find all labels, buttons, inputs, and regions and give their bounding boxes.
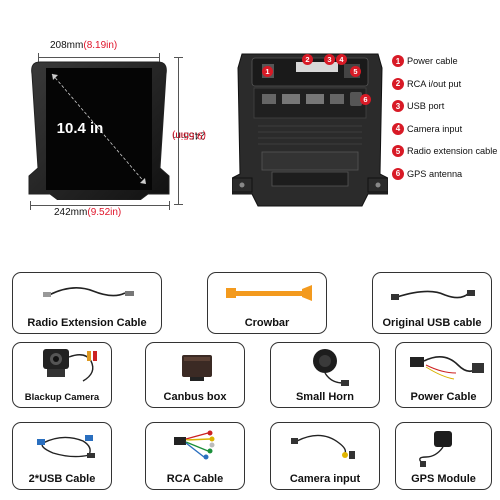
- port-badge: 2: [392, 77, 404, 90]
- rca-cable-icon: [174, 430, 215, 460]
- backup-camera-icon: [43, 349, 97, 382]
- bottom-width-in: (9.52in): [87, 207, 122, 218]
- bottom-width-label: 242mm(9.52in): [54, 207, 121, 218]
- back-marker-4: 4: [336, 54, 347, 65]
- accessory-card-small-horn: Small Horn: [270, 342, 380, 408]
- screen-size-label: 10.4 in: [56, 120, 104, 137]
- dual-usb-cable-icon: [37, 435, 95, 458]
- bottom-width-tick-right: [169, 201, 170, 210]
- accessory-label: 2*USB Cable: [28, 473, 96, 485]
- port-badge: 4: [392, 122, 404, 135]
- accessory-card-radio-extension: Radio Extension Cable: [12, 272, 162, 334]
- port-label: Camera input: [407, 123, 463, 134]
- top-width-mm: 208mm: [50, 40, 84, 51]
- back-marker-6: 6: [360, 94, 371, 105]
- head-unit-back: 1 2 3 4 5 6: [232, 48, 388, 216]
- port-badge: 1: [392, 55, 404, 68]
- accessory-label: Blackup Camera: [24, 392, 100, 403]
- back-marker-2: 2: [302, 54, 313, 65]
- height-tick-bottom: [174, 204, 183, 205]
- head-unit-front: [28, 60, 170, 200]
- camera-input-cable-icon: [291, 434, 355, 459]
- accessory-card-backup-camera: Blackup Camera: [12, 342, 112, 408]
- height-tick-top: [174, 57, 183, 58]
- height-label: 245mm(9.65in): [172, 80, 206, 190]
- bottom-width-mm: 242mm: [54, 207, 88, 218]
- port-label: Radio extension cable: [407, 146, 498, 157]
- port-label: GPS antenna: [407, 168, 463, 179]
- accessory-label: Original USB cable: [382, 317, 482, 329]
- port-badge: 6: [392, 167, 404, 180]
- port-label: RCA i/out put: [407, 78, 462, 89]
- height-line: [178, 57, 179, 205]
- head-unit-front-drawing: [28, 61, 170, 200]
- head-unit-back-drawing: [232, 53, 388, 207]
- accessory-card-dual-usb: 2*USB Cable: [12, 422, 112, 490]
- accessory-label: Crowbar: [244, 317, 290, 329]
- accessory-label: Power Cable: [410, 391, 477, 403]
- gps-module-icon: [419, 431, 452, 467]
- height-in: (9.65in): [172, 129, 206, 141]
- top-width-tick-right: [159, 53, 160, 62]
- usb-cable-icon: [391, 290, 475, 300]
- back-marker-3: 3: [324, 54, 335, 65]
- top-width-line: [38, 57, 160, 58]
- canbus-box-icon: [182, 355, 212, 381]
- top-width-label: 208mm(8.19in): [50, 40, 117, 51]
- power-cable-icon: [410, 356, 484, 380]
- port-label: USB port: [407, 101, 445, 112]
- port-badge: 5: [392, 145, 404, 158]
- accessory-label: Camera input: [289, 473, 361, 485]
- radio-extension-cable-icon: [43, 287, 134, 297]
- top-width-tick-left: [38, 53, 39, 62]
- accessory-card-power-cable: Power Cable: [395, 342, 492, 408]
- port-label: Power cable: [407, 56, 458, 67]
- accessory-label: RCA Cable: [166, 473, 224, 485]
- port-badge: 3: [392, 100, 404, 113]
- small-horn-icon: [313, 349, 349, 386]
- accessory-label: Radio Extension Cable: [27, 317, 147, 329]
- accessory-card-gps-module: GPS Module: [395, 422, 492, 490]
- top-width-in: (8.19in): [83, 40, 118, 51]
- back-marker-1: 1: [262, 66, 273, 77]
- accessory-card-camera-input: Camera input: [270, 422, 380, 490]
- accessory-card-rca-cable: RCA Cable: [145, 422, 245, 490]
- bottom-width-line: [30, 205, 170, 206]
- crowbar-icon: [226, 285, 312, 301]
- back-marker-5: 5: [350, 66, 361, 77]
- bottom-width-tick-left: [30, 201, 31, 210]
- accessory-card-canbus-box: Canbus box: [145, 342, 245, 408]
- accessory-label: Small Horn: [295, 391, 355, 403]
- accessory-card-crowbar: Crowbar: [207, 272, 327, 334]
- accessory-label: GPS Module: [411, 473, 476, 485]
- accessory-label: Canbus box: [163, 391, 227, 403]
- accessory-card-usb-cable: Original USB cable: [372, 272, 492, 334]
